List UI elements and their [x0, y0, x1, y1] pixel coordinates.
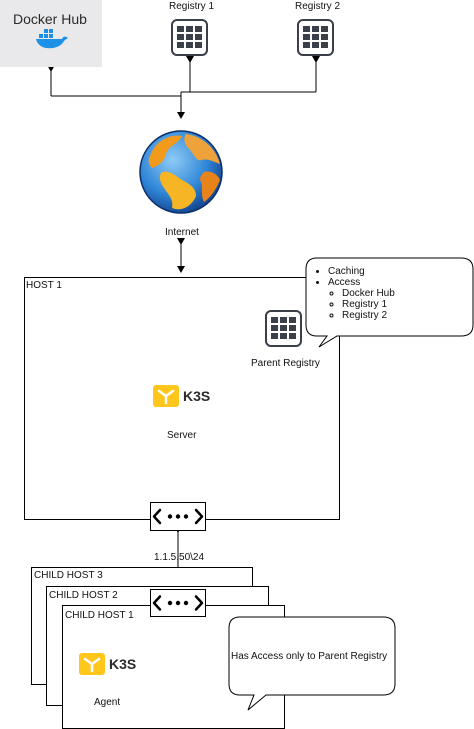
child-host-2-label: CHILD HOST 2: [49, 590, 118, 601]
host-1-callout-list: Caching Access Docker Hub Registry 1 Reg…: [310, 266, 395, 321]
docker-whale-icon: [36, 29, 68, 49]
child-network-switch-icon: [150, 589, 206, 617]
access-item-registry-2: Registry 2: [342, 310, 395, 321]
host-1-label: HOST 1: [26, 280, 62, 291]
network-address-label: 1.1.5.50\24: [154, 552, 205, 563]
host-1-callout-bubble: [305, 257, 474, 348]
registry-1-label: Registry 1: [169, 1, 215, 12]
docker-hub-node: Docker Hub: [0, 0, 102, 67]
access-item-docker-hub: Docker Hub: [342, 288, 395, 299]
network-switch-icon: [150, 502, 206, 531]
child-host-3-label: CHILD HOST 3: [34, 570, 103, 581]
k3s-server-logo-text: K3S: [183, 388, 211, 404]
access-item-registry-1: Registry 1: [342, 299, 395, 310]
internet-globe-icon: [139, 130, 223, 214]
parent-registry-label: Parent Registry: [251, 358, 320, 369]
internet-label: Internet: [165, 227, 199, 238]
registry-2-server-icon: [297, 19, 334, 56]
registry-1-server-icon: [171, 19, 208, 56]
callout-item-caching: Caching: [328, 266, 395, 277]
child-callout-bubble: [228, 616, 396, 711]
registry-2-label: Registry 2: [295, 1, 341, 12]
k3s-agent-logo-text: K3S: [109, 656, 137, 672]
k3s-agent-logo-icon: [79, 653, 105, 675]
k3s-logo-icon: [153, 385, 179, 407]
server-role-label: Server: [167, 430, 197, 441]
parent-registry-server-icon: [265, 310, 302, 347]
agent-role-label: Agent: [94, 697, 121, 708]
docker-hub-label: Docker Hub: [13, 11, 87, 27]
callout-item-access: Access Docker Hub Registry 1 Registry 2: [328, 277, 395, 321]
child-callout-text: Has Access only to Parent Registry: [231, 651, 388, 662]
child-host-1-label: CHILD HOST 1: [65, 610, 134, 621]
